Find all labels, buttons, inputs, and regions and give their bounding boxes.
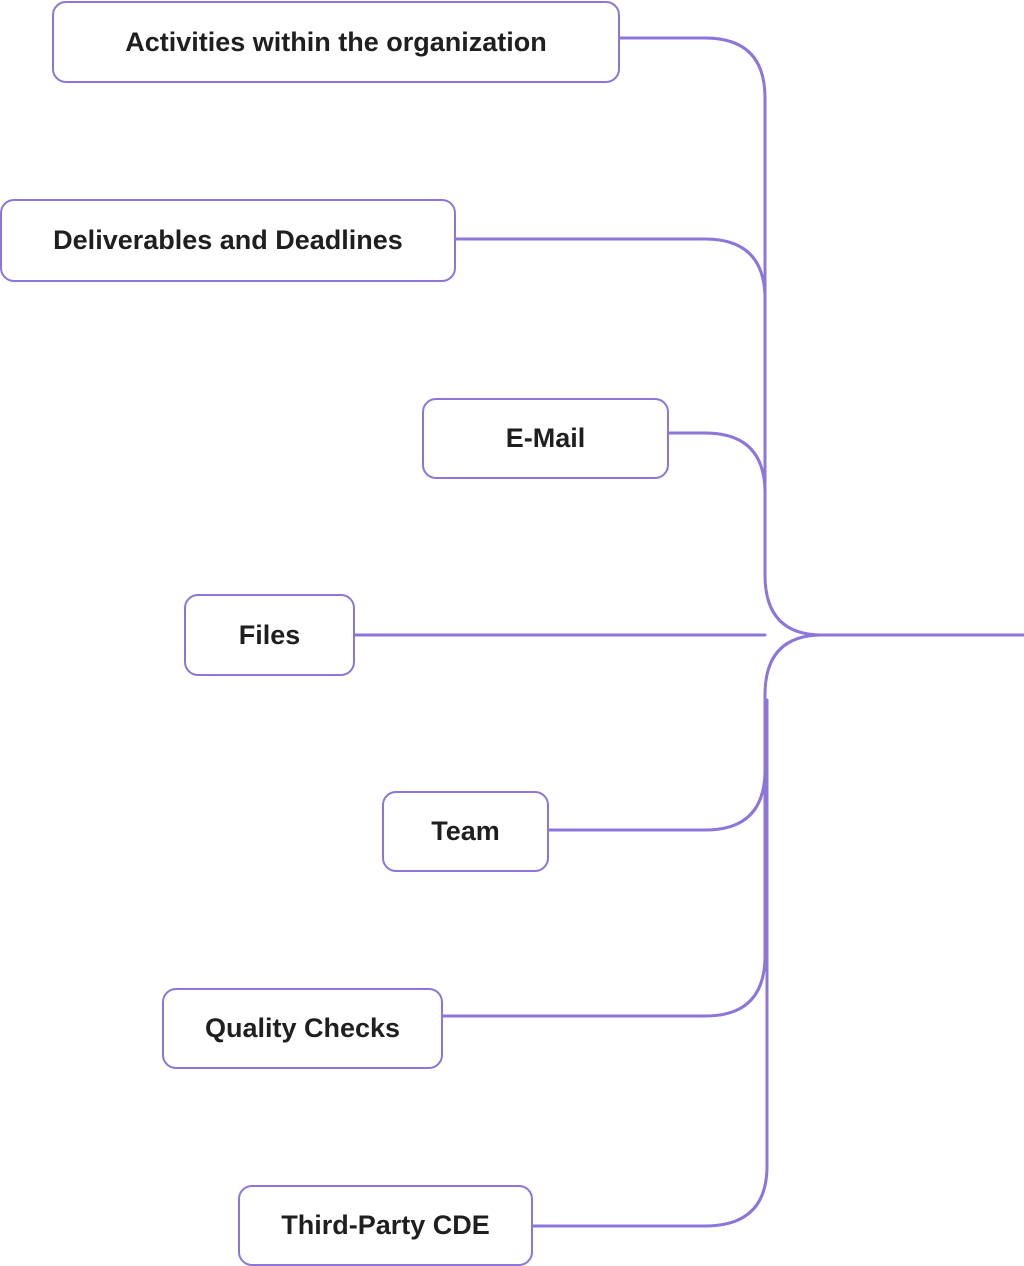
node-label: Deliverables and Deadlines [53,225,403,255]
branch-thirdparty [531,698,769,1228]
node-label: Files [238,619,301,650]
branch-team [547,633,824,832]
node-team: Team [382,791,549,872]
branch-deliverables [454,237,767,577]
node-label: E-Mail [505,423,586,453]
node-files: Files [184,594,355,676]
branch-activities [618,36,824,637]
node-third-party-cde: Third-Party CDE [238,1185,533,1266]
node-e-mail: E-Mail [422,398,669,479]
node-label: Quality Checks [204,1013,401,1043]
node-deliverables-and-deadlines: Deliverables and Deadlines [0,199,456,282]
node-label: Team [431,816,500,846]
node-label: Third-Party CDE [281,1210,490,1240]
branch-quality [441,698,767,1018]
node-quality-checks: Quality Checks [162,988,443,1069]
node-label: Activities within the organization [125,26,547,57]
branch-email [667,431,767,577]
node-activities-within-the-organization: Activities within the organization [52,1,620,83]
